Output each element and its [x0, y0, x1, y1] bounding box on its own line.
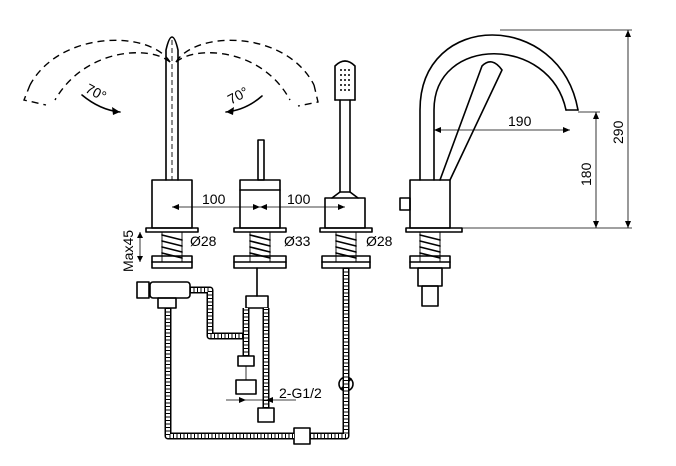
front-hand-shower: [319, 60, 373, 233]
total-height-label: 290: [610, 120, 626, 144]
spout-height-label: 180: [578, 162, 594, 186]
spacing-left-label: 100: [202, 191, 226, 207]
shower-head-holes: [340, 69, 350, 91]
diameter-left-label: Ø28: [190, 233, 217, 249]
swing-angle-right: 70°: [225, 83, 251, 107]
diameter-center-label: Ø33: [284, 233, 311, 249]
spacing-right-label: 100: [287, 191, 311, 207]
diameter-right-label: Ø28: [366, 233, 393, 249]
connection-label: 2-G1/2: [279, 385, 322, 401]
front-shanks: Ø28 Ø33 Ø28 Max45: [120, 230, 393, 272]
front-hoses: 2-G1/2: [164, 268, 350, 440]
max-deck-label: Max45: [120, 230, 136, 272]
front-spout: [145, 36, 199, 233]
spacing-dimensions: 100 100: [172, 191, 345, 210]
side-view: 190 180 290: [399, 29, 632, 307]
spout-swing-arcs: 70° 70°: [23, 39, 319, 115]
front-mixer: [233, 139, 287, 233]
swing-angle-left: 70°: [83, 80, 109, 104]
reach-label: 190: [508, 113, 532, 129]
